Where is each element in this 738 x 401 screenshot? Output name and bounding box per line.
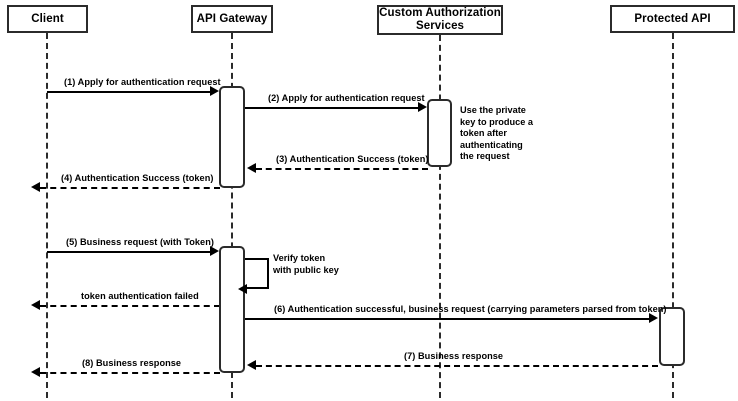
message-arrowhead-4 (31, 182, 40, 192)
activation-custom-auth (427, 99, 452, 167)
message-line-8 (40, 372, 220, 374)
participant-label-client: Client (31, 12, 64, 25)
self-message-verify-token (245, 258, 269, 289)
message-line-5 (47, 251, 210, 253)
message-line-4 (40, 187, 220, 189)
message-arrowhead-3 (247, 163, 256, 173)
participant-label-api-gateway: API Gateway (196, 12, 268, 25)
lifeline-protected-api (672, 33, 674, 398)
message-line-1 (47, 91, 210, 93)
message-line-6 (245, 318, 649, 320)
participant-box-api-gateway[interactable]: API Gateway (191, 5, 273, 33)
participant-label-protected-api: Protected API (634, 12, 711, 25)
message-label-3: (3) Authentication Success (token) (276, 154, 429, 164)
message-label-8: (8) Business response (82, 358, 182, 368)
message-arrowhead-8 (31, 367, 40, 377)
message-label-token-failed: token authentication failed (81, 291, 199, 301)
message-arrowhead-6 (649, 313, 658, 323)
message-line-2 (245, 107, 418, 109)
message-line-7 (256, 365, 658, 367)
message-line-3 (256, 168, 428, 170)
message-label-6: (6) Authentication successful, business … (274, 304, 667, 314)
lifeline-client (46, 33, 48, 398)
participant-box-client[interactable]: Client (7, 5, 88, 33)
lifeline-api-gateway (231, 33, 233, 398)
message-line-token-failed (40, 305, 220, 307)
message-label-5: (5) Business request (with Token) (66, 237, 214, 247)
activation-api-gateway-business (219, 246, 245, 373)
self-message-arrowhead-verify-token (238, 284, 247, 294)
message-label-2: (2) Apply for authentication request (268, 93, 425, 103)
activation-protected-api (659, 307, 685, 366)
participant-box-custom-auth[interactable]: Custom Authorization Services (377, 5, 503, 35)
message-label-4: (4) Authentication Success (token) (61, 173, 214, 183)
note-private-key: Use the private key to produce a token a… (460, 105, 534, 161)
message-arrowhead-1 (210, 86, 219, 96)
message-arrowhead-5 (210, 246, 219, 256)
message-arrowhead-7 (247, 360, 256, 370)
message-arrowhead-2 (418, 102, 427, 112)
message-arrowhead-token-failed (31, 300, 40, 310)
self-message-label-verify-token: Verify token with public key (273, 253, 339, 275)
message-label-7: (7) Business response (404, 351, 504, 361)
participant-label-custom-auth-line1: Custom Authorization (379, 7, 501, 19)
lifeline-custom-auth (439, 35, 441, 398)
participant-label-custom-auth-line2: Services (415, 20, 465, 32)
activation-api-gateway-auth (219, 86, 245, 188)
participant-box-protected-api[interactable]: Protected API (610, 5, 735, 33)
message-label-1: (1) Apply for authentication request (64, 77, 221, 87)
